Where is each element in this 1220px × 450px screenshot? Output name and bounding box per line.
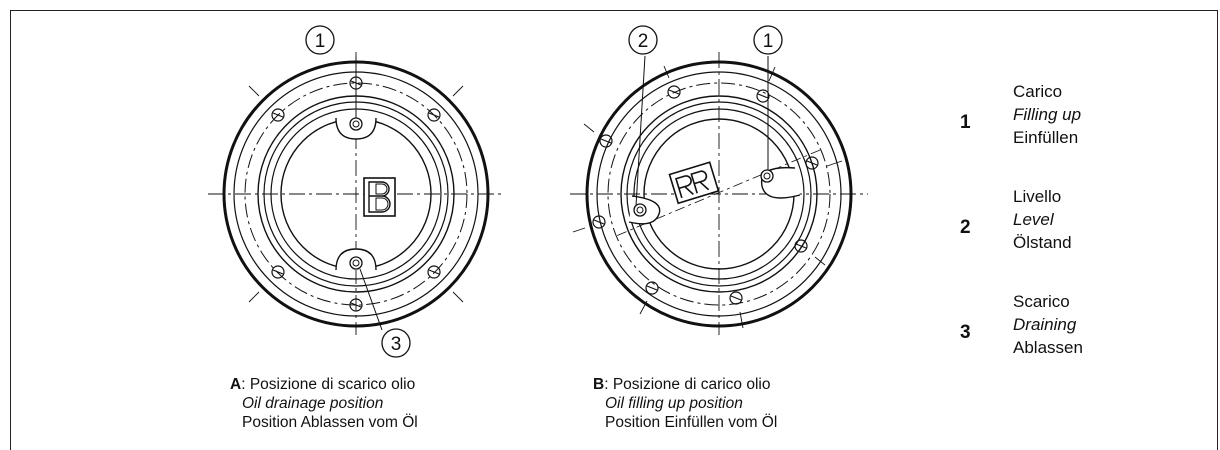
legend-label-en: Draining bbox=[1013, 315, 1077, 334]
legend-label-en: Level bbox=[1013, 210, 1054, 229]
legend-label-de: Ölstand bbox=[1013, 233, 1072, 252]
caption-a-en: Oil drainage position bbox=[242, 395, 384, 412]
legend-label-de: Ablassen bbox=[1013, 338, 1083, 357]
legend-number: 1 bbox=[960, 112, 971, 133]
caption-b-en: Oil filling up position bbox=[605, 395, 743, 412]
caption-b-letter: B bbox=[593, 376, 605, 393]
caption-b-it: : Posizione di carico olio bbox=[604, 376, 771, 393]
legend-label-it: Carico bbox=[1013, 82, 1063, 101]
caption-a-letter: A bbox=[230, 376, 242, 393]
callout-b-2: 2 bbox=[638, 31, 649, 52]
legend-label-it: Livello bbox=[1013, 187, 1062, 206]
caption-b-de: Position Einfüllen vom Öl bbox=[605, 414, 778, 431]
legend-number: 3 bbox=[960, 322, 971, 343]
view-a-flange bbox=[208, 25, 504, 358]
legend-label-de: Einfüllen bbox=[1013, 128, 1079, 147]
legend-label-it: Scarico bbox=[1013, 292, 1070, 311]
callout-b-1: 1 bbox=[763, 31, 774, 52]
drawing-frame bbox=[10, 10, 1218, 450]
legend-number: 2 bbox=[960, 217, 971, 238]
caption-b: B: Posizione di carico olio Oil filling … bbox=[593, 375, 777, 432]
caption-a-de: Position Ablassen vom Öl bbox=[242, 414, 418, 431]
callout-a-1: 1 bbox=[315, 31, 326, 52]
callout-a-3: 3 bbox=[391, 334, 402, 355]
caption-a-it: : Posizione di scarico olio bbox=[241, 376, 416, 393]
flange-drawing: 1 3 2 1 bbox=[208, 25, 868, 358]
view-b-flange bbox=[570, 25, 868, 335]
legend-label-en: Filling up bbox=[1013, 105, 1082, 124]
caption-a: A: Posizione di scarico olio Oil drainag… bbox=[230, 375, 418, 432]
